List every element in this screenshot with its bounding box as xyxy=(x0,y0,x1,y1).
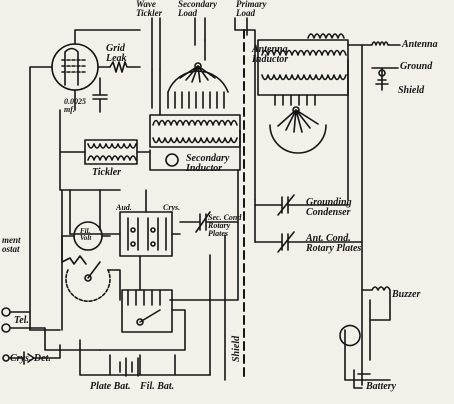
grid-leak-resistor xyxy=(92,61,141,113)
label-ground: Ground xyxy=(400,61,433,72)
label-ant-cond: Ant. Cond.Rotary Plates xyxy=(306,233,362,254)
label-fil-volt: Fil.Volt xyxy=(80,227,92,242)
secondary-inductor-coil xyxy=(149,69,241,171)
label-antenna: Antenna xyxy=(402,39,438,50)
telephone-terminals xyxy=(1,307,101,351)
label-shield: Shield xyxy=(398,85,425,96)
secondary-rotary-condenser xyxy=(169,169,239,301)
antenna-rotary-condenser xyxy=(254,199,363,253)
antenna-inductor-coil xyxy=(254,33,349,201)
label-aud: Aud. xyxy=(116,203,132,212)
top-feed-wires xyxy=(151,17,256,71)
label-buzzer: Buzzer xyxy=(392,289,421,300)
battery-terminals xyxy=(79,339,211,377)
crystal-detector xyxy=(2,344,61,365)
label-battery: Battery xyxy=(366,381,396,392)
tickler-coil xyxy=(59,109,151,191)
grounding-condenser xyxy=(254,194,349,216)
bus-wires xyxy=(29,189,226,381)
secondary-tap-switch xyxy=(167,39,229,109)
aud-crys-switch-block xyxy=(69,189,181,257)
antenna-ground-terminals xyxy=(347,41,401,386)
label-plate-bat: Plate Bat. xyxy=(90,381,131,392)
buzzer-circuit xyxy=(339,286,391,389)
vacuum-tube xyxy=(29,29,141,331)
filament-rheostat xyxy=(61,255,121,302)
label-shield-vertical: Shield xyxy=(231,335,242,362)
label-crys: Crys. xyxy=(163,203,181,212)
label-tel: Tel. xyxy=(14,315,29,326)
label-fil-bat: Fil. Bat. xyxy=(140,381,175,392)
lower-switch-bank xyxy=(99,289,186,351)
label-tickler: Tickler xyxy=(92,167,122,178)
label-crys-det: Crys. Det. xyxy=(10,353,51,364)
